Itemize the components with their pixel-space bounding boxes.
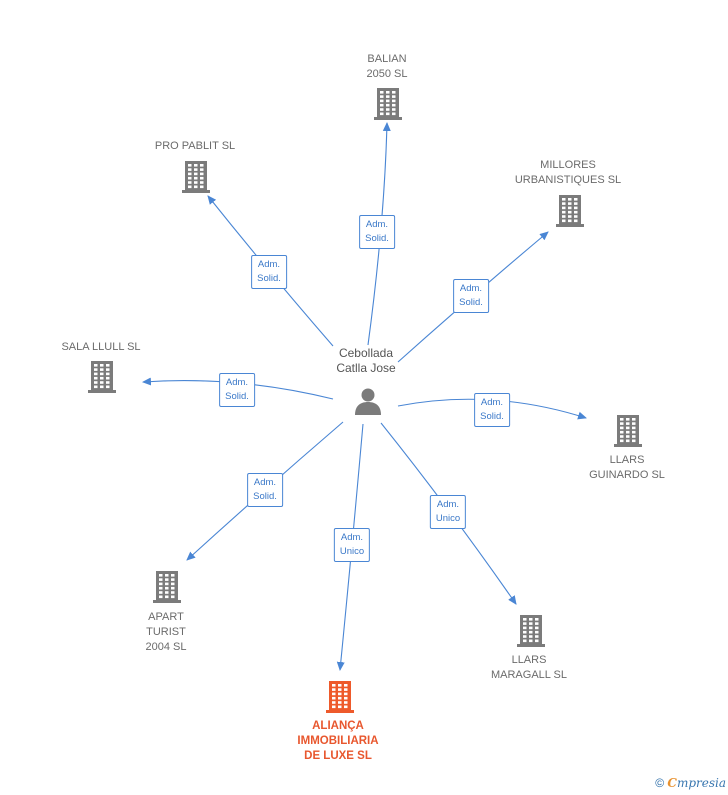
building-icon-llars_maragall[interactable] — [516, 613, 546, 652]
building-icon-sala_llull[interactable] — [87, 359, 117, 398]
role-tag-millores[interactable]: Adm. Solid. — [453, 279, 489, 313]
building-icon-alianca[interactable] — [325, 679, 355, 718]
role-tag-balian[interactable]: Adm. Solid. — [359, 215, 395, 249]
role-tag-alianca[interactable]: Adm. Unico — [333, 528, 371, 562]
role-tag-sala_llull[interactable]: Adm. Solid. — [219, 373, 255, 407]
person-icon[interactable] — [353, 386, 383, 421]
role-tag-llars_maragall[interactable]: Adm. Unico — [429, 495, 467, 529]
copyright-icon: © — [655, 776, 665, 790]
company-label-alianca[interactable]: ALIANÇA IMMOBILIARIA DE LUXE SL — [297, 720, 379, 762]
building-icon-pro_pablit[interactable] — [181, 159, 211, 198]
company-label-llars_guinardo[interactable]: LLARS GUINARDO SL — [589, 454, 665, 481]
brand-name: mpresia — [676, 776, 726, 790]
building-icon-apart_turist[interactable] — [152, 569, 182, 608]
building-icon-llars_guinardo[interactable] — [613, 413, 643, 452]
role-tag-pro_pablit[interactable]: Adm. Solid. — [251, 255, 287, 289]
company-label-millores[interactable]: MILLORES URBANISTIQUES SL — [514, 159, 622, 186]
person-name: Cebollada Catlla Jose — [336, 346, 396, 375]
footer-brand: © Cmpresia — [655, 776, 726, 790]
role-tag-apart_turist[interactable]: Adm. Solid. — [247, 473, 283, 507]
brand-initial: C — [667, 776, 677, 790]
company-label-pro_pablit[interactable]: PRO PABLIT SL — [154, 140, 236, 152]
company-label-balian[interactable]: BALIAN 2050 SL — [366, 53, 408, 80]
company-label-apart_turist[interactable]: APART TURIST 2004 SL — [145, 611, 187, 653]
building-icon-balian[interactable] — [373, 86, 403, 125]
company-label-sala_llull[interactable]: SALA LLULL SL — [61, 341, 141, 353]
role-tag-llars_guinardo[interactable]: Adm. Solid. — [474, 393, 510, 427]
company-label-llars_maragall[interactable]: LLARS MARAGALL SL — [490, 654, 568, 681]
building-icon-millores[interactable] — [555, 193, 585, 232]
